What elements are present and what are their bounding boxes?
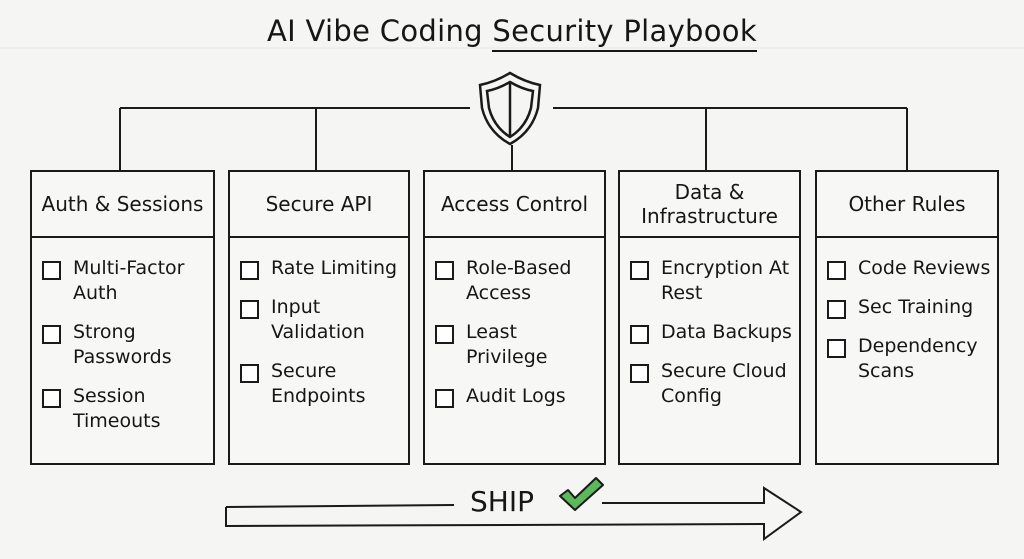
checklist-item[interactable]: Data Backups: [630, 320, 799, 345]
checkbox[interactable]: [630, 261, 649, 280]
checkbox[interactable]: [435, 389, 454, 408]
checklist-item[interactable]: Multi-Factor Auth: [42, 256, 213, 306]
checklist-item[interactable]: Secure Endpoints: [240, 359, 408, 409]
checklist-item[interactable]: Strong Passwords: [42, 320, 213, 370]
checkbox[interactable]: [42, 325, 61, 344]
checklist-item-label: Audit Logs: [466, 385, 566, 407]
ship-label: SHIP: [470, 485, 534, 518]
checklist-item-label: Input Validation: [271, 296, 365, 343]
title-underlined-text: Security Playbook: [492, 14, 757, 52]
checklist-item-label: Session Timeouts: [73, 385, 161, 432]
checklist-item-label: Secure Endpoints: [271, 360, 366, 407]
page-title: AI Vibe Coding Security Playbook: [0, 14, 1024, 52]
checkbox[interactable]: [630, 325, 649, 344]
checkbox[interactable]: [827, 339, 846, 358]
checklist-item[interactable]: Input Validation: [240, 295, 408, 345]
checkbox[interactable]: [42, 261, 61, 280]
checkbox[interactable]: [240, 300, 259, 319]
checklist-item[interactable]: Session Timeouts: [42, 384, 213, 434]
checklist-item-label: Sec Training: [858, 296, 974, 318]
checkbox[interactable]: [827, 261, 846, 280]
checklist-item-label: Secure Cloud Config: [661, 360, 787, 407]
column-header: Auth & Sessions: [32, 172, 213, 238]
checklist-item[interactable]: Rate Limiting: [240, 256, 408, 281]
checklist-item[interactable]: Secure Cloud Config: [630, 359, 799, 409]
column-header: Data & Infrastructure: [620, 172, 799, 238]
column-header: Secure API: [230, 172, 408, 238]
title-text: AI Vibe Coding: [267, 14, 493, 48]
checklist-item-label: Dependency Scans: [858, 335, 978, 382]
checklist-item[interactable]: Audit Logs: [435, 384, 604, 409]
checklist-item[interactable]: Sec Training: [827, 295, 997, 320]
checklist-item-label: Encryption At Rest: [661, 257, 790, 304]
checkbox[interactable]: [42, 389, 61, 408]
checkbox[interactable]: [435, 261, 454, 280]
checkbox[interactable]: [435, 325, 454, 344]
checkmark-icon: [559, 477, 604, 511]
checklist-item[interactable]: Role-Based Access: [435, 256, 604, 306]
column-header: Other Rules: [817, 172, 997, 238]
checklist-item-label: Data Backups: [661, 321, 792, 343]
checklist-item-label: Multi-Factor Auth: [73, 257, 185, 304]
checklist-item[interactable]: Code Reviews: [827, 256, 997, 281]
ship-arrow: [225, 486, 803, 541]
checklist-item[interactable]: Encryption At Rest: [630, 256, 799, 306]
checkbox[interactable]: [827, 300, 846, 319]
checklist-item[interactable]: Least Privilege: [435, 320, 604, 370]
checkbox[interactable]: [240, 261, 259, 280]
checklist-item-label: Rate Limiting: [271, 257, 398, 279]
checklist-item-label: Strong Passwords: [73, 321, 172, 368]
checkbox[interactable]: [240, 364, 259, 383]
column-header: Access Control: [425, 172, 604, 238]
shield-icon: [478, 71, 542, 146]
checklist-item[interactable]: Dependency Scans: [827, 334, 997, 384]
checklist-item-label: Role-Based Access: [466, 257, 572, 304]
checkbox[interactable]: [630, 364, 649, 383]
checklist-item-label: Least Privilege: [466, 321, 548, 368]
checklist-item-label: Code Reviews: [858, 257, 991, 279]
